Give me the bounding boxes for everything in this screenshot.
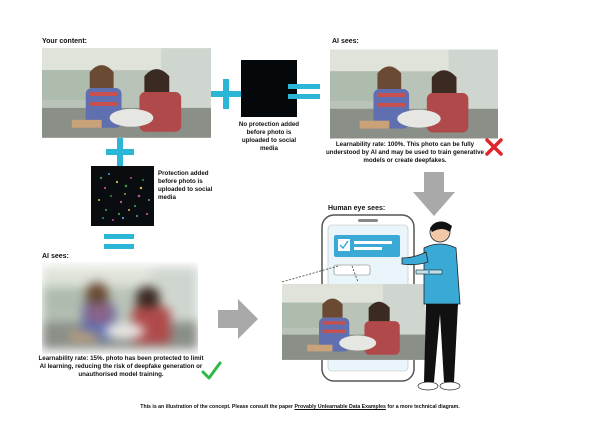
footer-note: This is an illustration of the concept. …: [0, 404, 600, 410]
no-protection-caption: No protection added before photo is uplo…: [238, 121, 300, 152]
paper-link[interactable]: Provably Unlearnable Data Examples: [294, 404, 386, 410]
check-icon: [201, 361, 222, 380]
equals-icon: [104, 234, 134, 249]
person-illustration: [401, 221, 461, 391]
ai-sees-bottom-label: AI sees:: [42, 253, 69, 260]
no-protection-square: [241, 60, 297, 117]
footer-prefix: This is an illustration of the concept. …: [140, 404, 295, 410]
ai-sees-blurred-photo: [42, 262, 198, 354]
original-photo: [42, 48, 211, 138]
cross-icon: [485, 138, 503, 156]
your-content-label: Your content:: [42, 38, 87, 45]
human-eye-sees-label: Human eye sees:: [328, 205, 386, 212]
protection-noise-square: [91, 166, 154, 226]
arrow-down-icon: [413, 172, 455, 216]
leader-lines: [281, 265, 359, 283]
protection-caption: Protection added before photo is uploade…: [158, 170, 213, 201]
learnability-top-text: Learnability rate: 100%. This photo can …: [326, 141, 484, 164]
plus-icon: [211, 79, 241, 109]
ai-sees-clear-photo: [330, 49, 498, 139]
equals-icon: [288, 84, 320, 99]
arrow-right-icon: [218, 299, 258, 339]
plus-icon: [106, 138, 134, 166]
learnability-bottom-text: Learnability rate: 15%. photo has been p…: [38, 355, 204, 378]
ai-sees-top-label: AI sees:: [332, 38, 359, 45]
footer-suffix: for a more technical diagram.: [385, 404, 460, 410]
